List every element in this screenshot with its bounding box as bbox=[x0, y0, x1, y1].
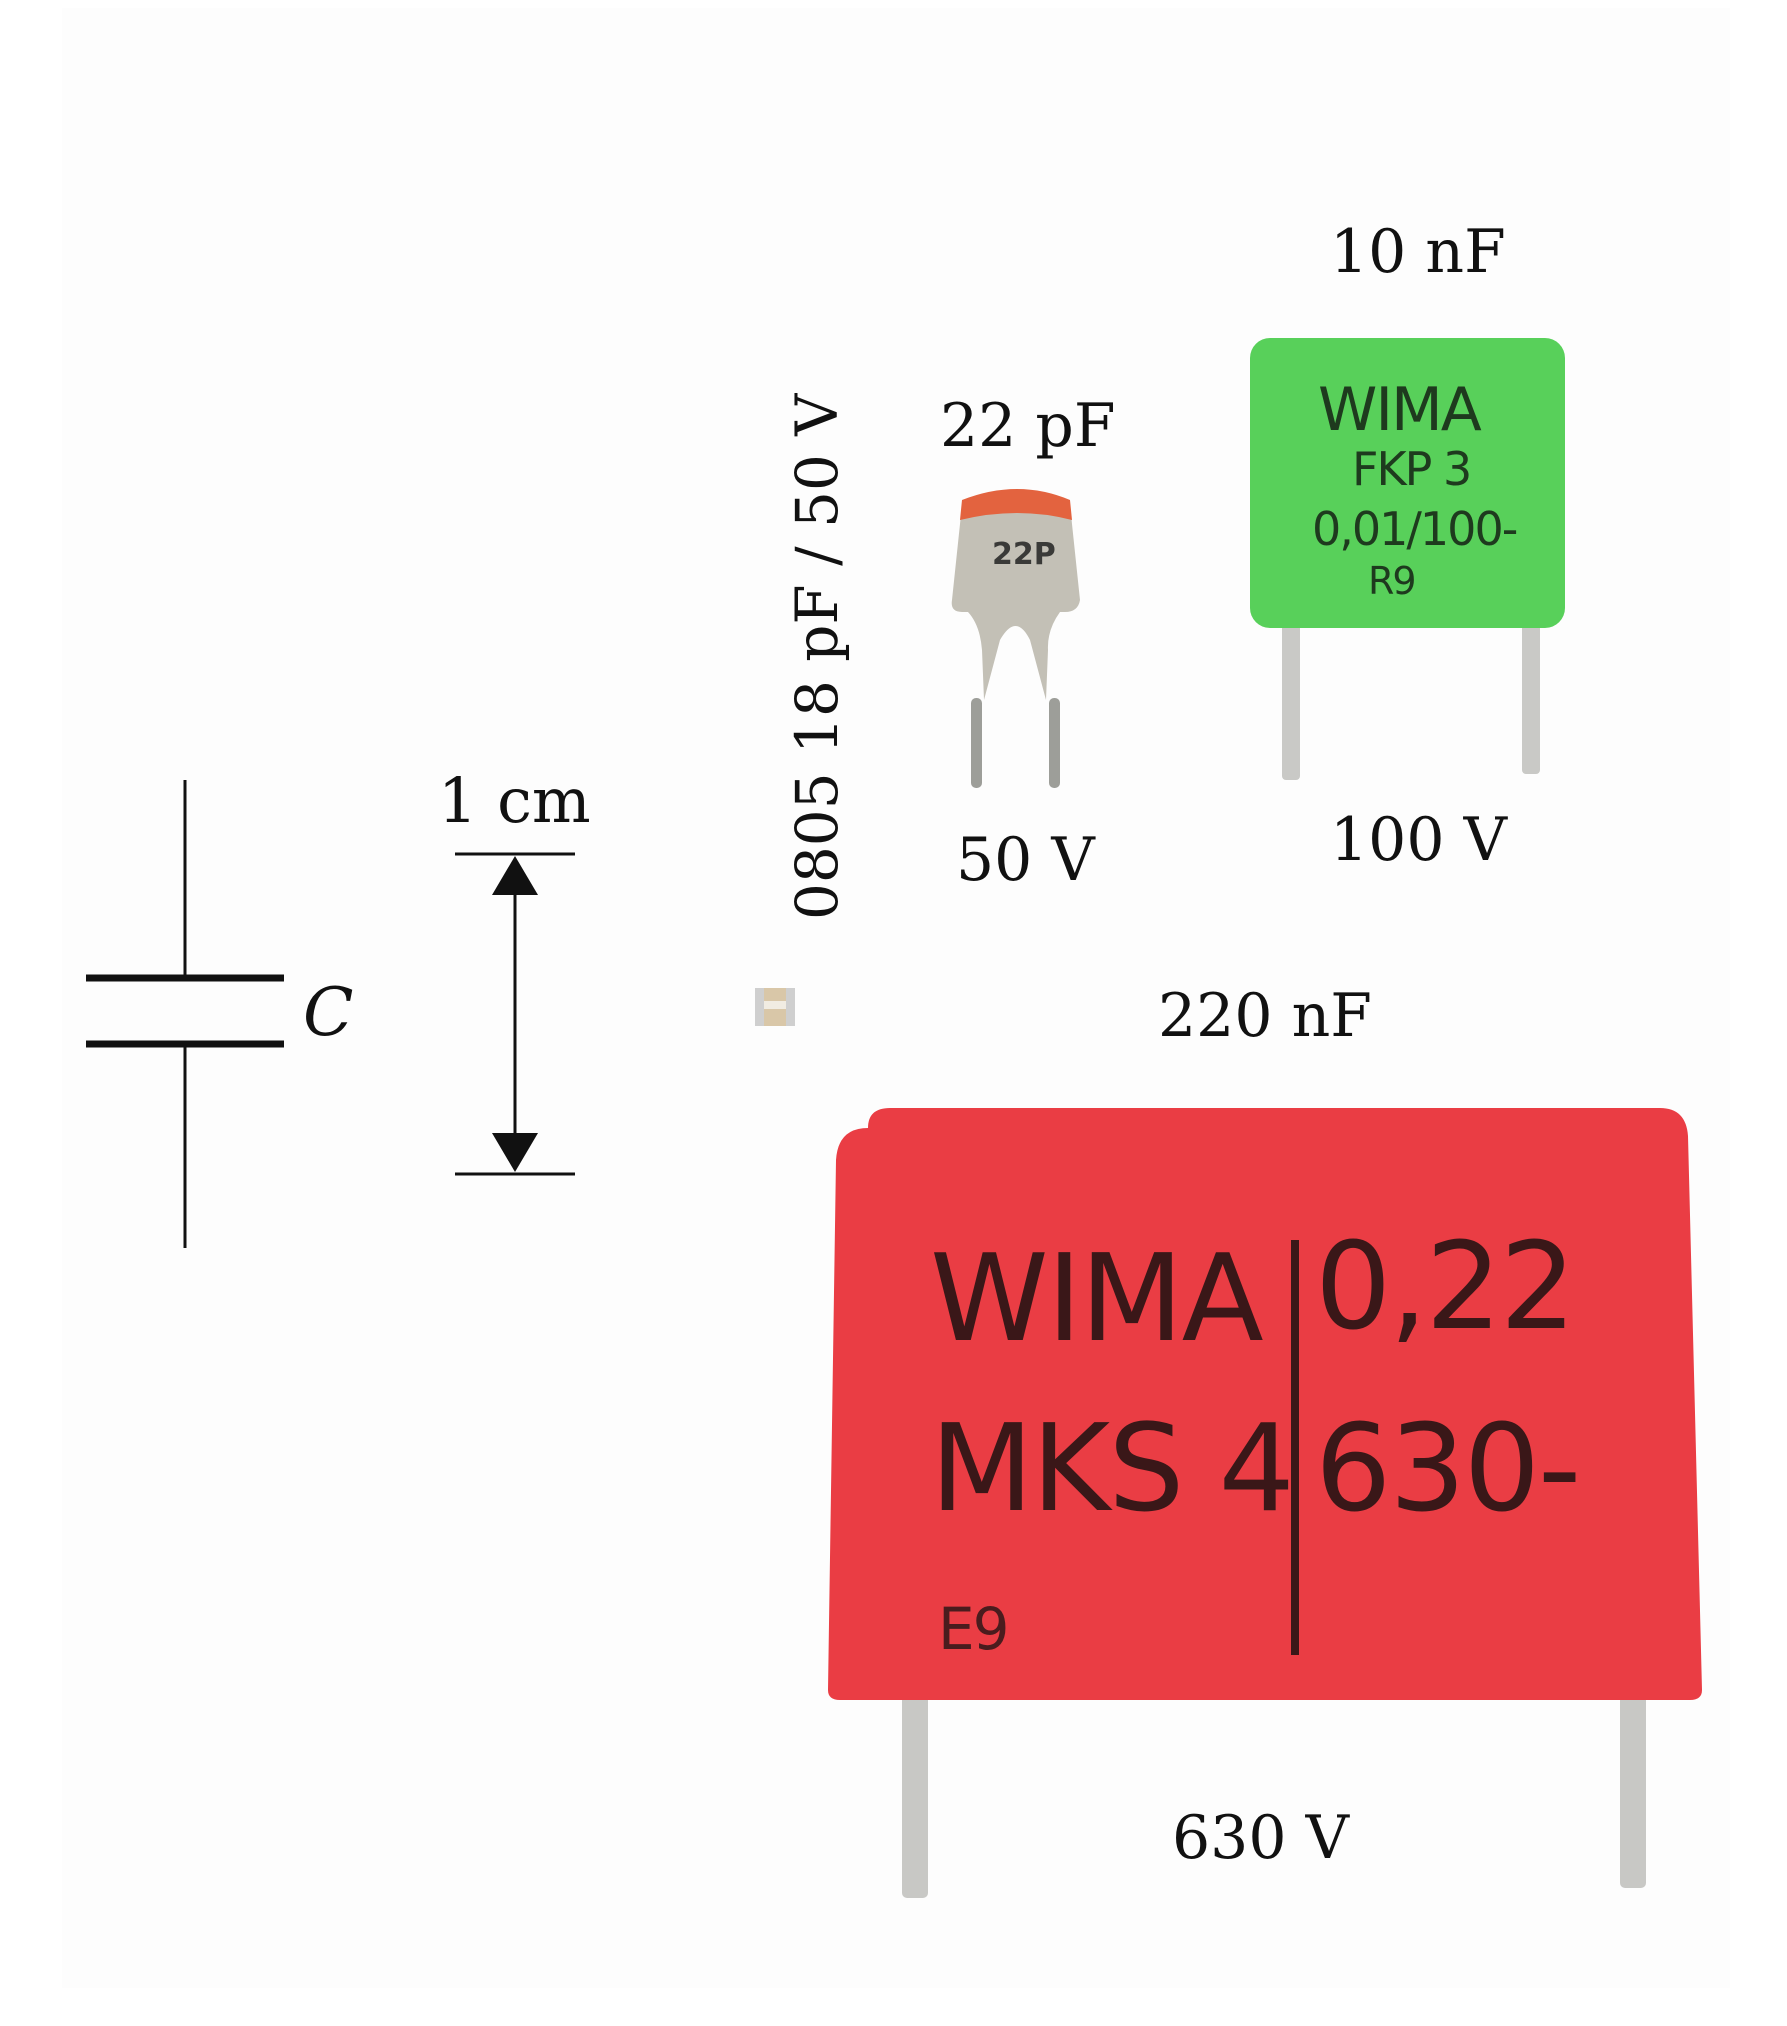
ceramic-marking: 22P bbox=[992, 537, 1056, 572]
red-marking-wima: WIMA bbox=[930, 1230, 1264, 1369]
scale-bar-label: 1 cm bbox=[438, 764, 591, 837]
red-marking-capacitance: 0,22 bbox=[1315, 1218, 1576, 1357]
red-voltage-label: 630 V bbox=[1172, 1803, 1349, 1873]
green-marking-line-1: WIMA bbox=[1318, 375, 1482, 445]
red-capacitance-label: 220 nF bbox=[1158, 981, 1372, 1051]
green-marking-line-3: 0,01/100- bbox=[1312, 502, 1518, 556]
scale-bar bbox=[455, 852, 575, 1176]
capacitor-symbol-icon bbox=[86, 780, 284, 1248]
green-marking-line-4: R9 bbox=[1368, 559, 1417, 603]
ceramic-capacitor-body bbox=[951, 489, 1080, 788]
smd-capacitor-chip bbox=[755, 988, 795, 1026]
capacitance-symbol-label: C bbox=[303, 974, 354, 1051]
red-capacitor-body bbox=[828, 1108, 1702, 1898]
red-marking-voltage: 630- bbox=[1315, 1400, 1581, 1539]
red-marking-code: E9 bbox=[938, 1595, 1010, 1663]
red-marking-mks4: MKS 4 bbox=[930, 1400, 1295, 1539]
ceramic-voltage-label: 50 V bbox=[956, 825, 1095, 895]
ceramic-capacitance-label: 22 pF bbox=[940, 391, 1116, 461]
smd-capacitor-label: 0805 18 pF / 50 V bbox=[783, 393, 851, 920]
green-capacitor-body bbox=[1250, 338, 1565, 780]
green-marking-line-2: FKP 3 bbox=[1352, 442, 1472, 496]
green-voltage-label: 100 V bbox=[1330, 805, 1507, 875]
green-capacitance-label: 10 nF bbox=[1330, 217, 1506, 287]
